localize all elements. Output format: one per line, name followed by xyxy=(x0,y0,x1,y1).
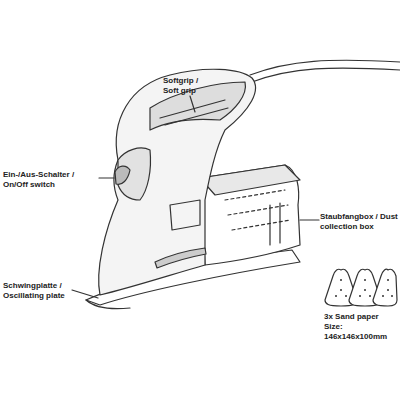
size-label: Size: 146x146x100mm xyxy=(324,322,398,342)
part-label: Staubfangbox / Dust collection box xyxy=(320,212,398,232)
accessory-label: 3x Sand paper xyxy=(324,312,398,322)
part-label: Softgrip / Soft grip xyxy=(163,76,215,96)
part-label: Ein-/Aus-Schalter / On/Off switch xyxy=(3,170,89,190)
part-label: Schwingplatte / Oscillating plate xyxy=(3,281,75,301)
